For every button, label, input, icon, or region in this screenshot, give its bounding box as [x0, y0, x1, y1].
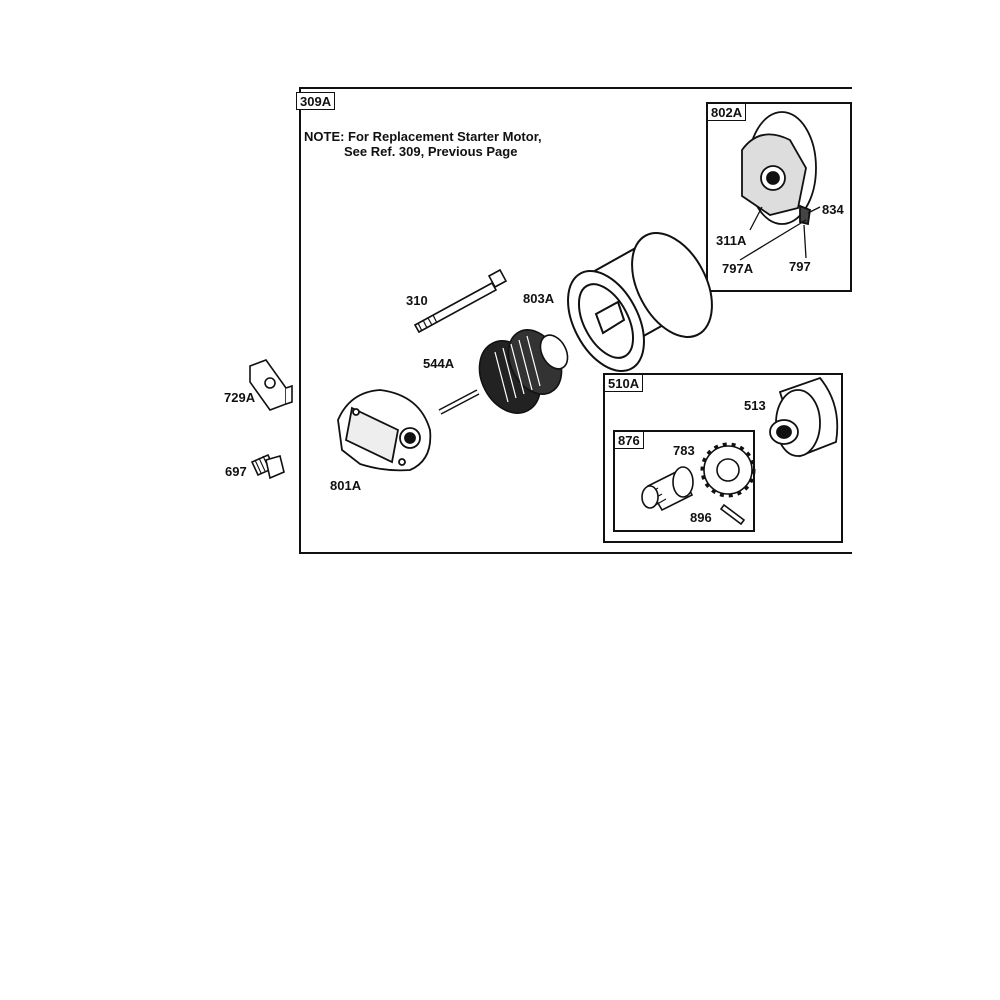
- leader-834: [807, 206, 821, 214]
- inset-frame-802A: [706, 102, 852, 292]
- gear-783-drawing: [700, 442, 756, 498]
- pin-896-drawing: [719, 503, 746, 526]
- main-box-tag: 309A: [296, 92, 336, 110]
- bolt-310-drawing: [413, 268, 508, 334]
- end-plate-801A-drawing: [337, 389, 432, 472]
- drive-513-drawing: [769, 376, 839, 458]
- part-label-896: 896: [690, 510, 712, 525]
- sleeve-876-drawing: [641, 466, 694, 512]
- part-label-310: 310: [406, 293, 428, 308]
- part-label-311A: 311A: [716, 233, 747, 248]
- part-label-513: 513: [744, 398, 766, 413]
- armature-544A-drawing: [438, 329, 569, 415]
- part-label-783: 783: [673, 443, 695, 458]
- part-label-729A: 729A: [224, 390, 256, 405]
- inset-tag-876: 876: [614, 431, 644, 449]
- leader-797: [803, 224, 807, 259]
- inset-tag-802A: 802A: [707, 103, 747, 121]
- note-line-1: NOTE: For Replacement Starter Motor,: [304, 129, 542, 144]
- part-label-797A: 797A: [722, 261, 754, 276]
- housing-803A-drawing: [567, 232, 713, 372]
- part-label-834: 834: [822, 202, 844, 217]
- bracket-729A-drawing: [249, 359, 293, 411]
- note-line-2: See Ref. 309, Previous Page: [344, 144, 518, 159]
- screw-697-drawing: [250, 453, 285, 480]
- leader-797A: [739, 219, 807, 261]
- part-label-801A: 801A: [330, 478, 362, 493]
- leader-311A: [749, 206, 763, 231]
- part-label-697: 697: [225, 464, 247, 479]
- end-cap-802A-drawing: [741, 111, 817, 226]
- main-frame: [299, 87, 852, 554]
- part-label-803A: 803A: [523, 291, 555, 306]
- part-label-544A: 544A: [423, 356, 455, 371]
- inset-frame-510A: [603, 373, 843, 543]
- inset-tag-510A: 510A: [604, 374, 644, 392]
- inset-frame-876: [613, 430, 755, 532]
- part-label-797: 797: [789, 259, 811, 274]
